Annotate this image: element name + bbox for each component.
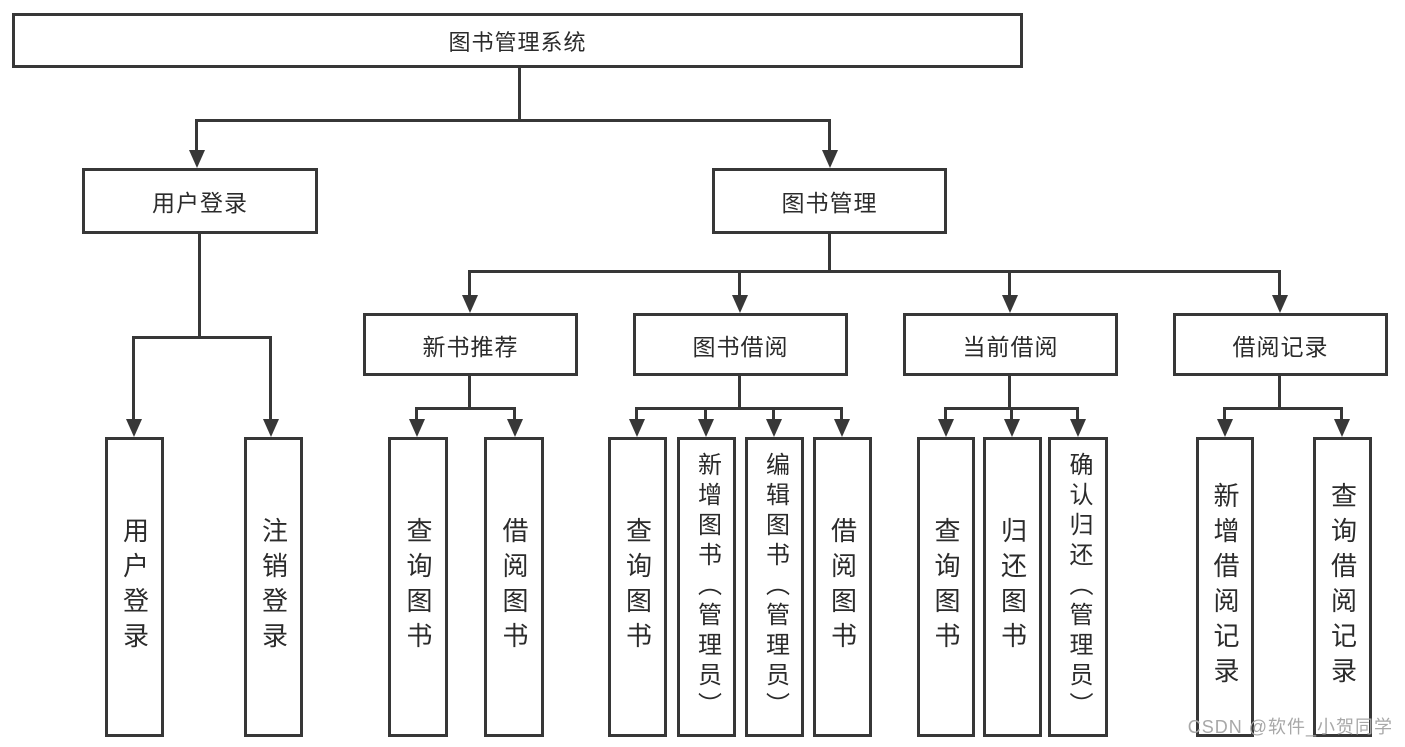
arrow-down-icon <box>698 419 714 437</box>
arrow-down-icon <box>1004 419 1020 437</box>
connector-line <box>195 119 198 153</box>
node-leaf-add-borrow-record: 新增借阅记录 <box>1196 437 1254 737</box>
connector-line <box>198 233 201 338</box>
arrow-down-icon <box>834 419 850 437</box>
node-leaf-add-books-admin: 新增图书（管理员） <box>677 437 736 737</box>
connector-line <box>1223 407 1226 422</box>
connector-line <box>772 407 775 422</box>
connector-line <box>195 119 831 122</box>
arrow-down-icon <box>1002 295 1018 313</box>
connector-line <box>468 270 471 298</box>
node-borrow-records: 借阅记录 <box>1173 313 1388 376</box>
node-current-borrowing: 当前借阅 <box>903 313 1118 376</box>
node-root-system: 图书管理系统 <box>12 13 1023 68</box>
connector-line <box>1278 375 1281 409</box>
arrow-down-icon <box>938 419 954 437</box>
arrow-down-icon <box>1334 419 1350 437</box>
node-leaf-edit-books-admin: 编辑图书（管理员） <box>745 437 804 737</box>
connector-line <box>635 407 638 422</box>
connector-line <box>635 407 843 410</box>
connector-line <box>1223 407 1343 410</box>
connector-line <box>1278 270 1281 298</box>
node-leaf-user-login: 用户登录 <box>105 437 164 737</box>
node-book-borrowing: 图书借阅 <box>633 313 848 376</box>
arrow-down-icon <box>263 419 279 437</box>
connector-line <box>269 336 272 422</box>
arrow-down-icon <box>1070 419 1086 437</box>
arrow-down-icon <box>189 150 205 168</box>
node-leaf-borrow-books: 借阅图书 <box>484 437 544 737</box>
node-leaf-return-books: 归还图书 <box>983 437 1042 737</box>
connector-line <box>1008 270 1011 298</box>
connector-line <box>828 233 831 272</box>
connector-line <box>1076 407 1079 422</box>
watermark-text: CSDN @软件_小贺同学 <box>1187 717 1393 737</box>
connector-line <box>704 407 707 422</box>
node-leaf-logout: 注销登录 <box>244 437 303 737</box>
connector-line <box>738 375 741 409</box>
node-user-login-branch: 用户登录 <box>82 168 318 234</box>
arrow-down-icon <box>462 295 478 313</box>
arrow-down-icon <box>1217 419 1233 437</box>
node-leaf-query-books: 查询图书 <box>388 437 448 737</box>
arrow-down-icon <box>629 419 645 437</box>
connector-line <box>132 336 135 422</box>
connector-line <box>828 119 831 153</box>
connector-line <box>518 68 521 121</box>
connector-line <box>738 270 741 298</box>
node-leaf-query-books: 查询图书 <box>608 437 667 737</box>
node-leaf-borrow-books: 借阅图书 <box>813 437 872 737</box>
arrow-down-icon <box>732 295 748 313</box>
connector-line <box>415 407 516 410</box>
node-leaf-query-books: 查询图书 <box>917 437 975 737</box>
node-book-management-branch: 图书管理 <box>712 168 947 234</box>
connector-line <box>840 407 843 422</box>
connector-line <box>468 270 1281 273</box>
connector-line <box>1340 407 1343 422</box>
node-new-book-recommend: 新书推荐 <box>363 313 578 376</box>
connector-line <box>415 407 418 422</box>
connector-line <box>1010 407 1013 422</box>
node-leaf-query-borrow-record: 查询借阅记录 <box>1313 437 1372 737</box>
connector-line <box>513 407 516 422</box>
connector-line <box>944 407 947 422</box>
arrow-down-icon <box>766 419 782 437</box>
connector-line <box>1008 375 1011 409</box>
arrow-down-icon <box>409 419 425 437</box>
connector-line <box>132 336 272 339</box>
node-leaf-confirm-return-admin: 确认归还（管理员） <box>1048 437 1108 737</box>
arrow-down-icon <box>126 419 142 437</box>
arrow-down-icon <box>822 150 838 168</box>
arrow-down-icon <box>507 419 523 437</box>
connector-line <box>468 375 471 409</box>
arrow-down-icon <box>1272 295 1288 313</box>
